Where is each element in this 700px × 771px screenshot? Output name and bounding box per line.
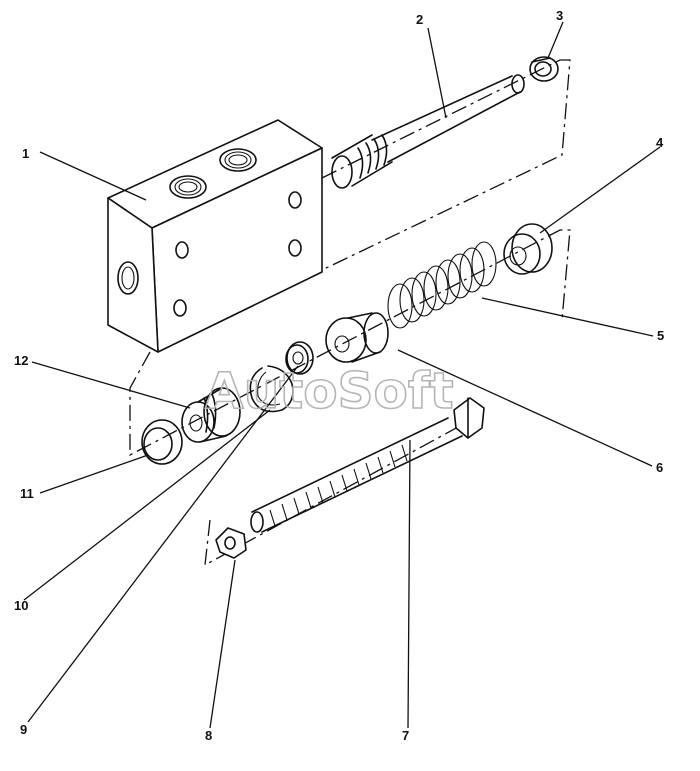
callout-11: 11 [20,486,34,501]
bolt [250,397,485,533]
callout-12: 12 [14,353,28,368]
callout-4: 4 [656,135,664,150]
spring-cap [503,223,553,275]
callout-2: 2 [416,12,423,27]
retaining-ring [249,365,294,413]
callout-10: 10 [14,598,28,613]
leader-lines [23,21,661,729]
nut [215,527,247,559]
washer [285,341,314,375]
callout-labels: 1 2 3 4 5 6 7 8 9 10 11 12 [14,8,664,743]
seal-ring [141,419,183,465]
spring-seat [325,312,389,363]
valve-body [107,119,323,353]
sleeve [181,387,241,443]
callout-9: 9 [20,722,27,737]
callout-6: 6 [656,460,663,475]
callout-1: 1 [22,146,29,161]
callout-8: 8 [205,728,212,743]
callout-3: 3 [556,8,563,23]
assembly-planes [129,59,571,567]
spring [387,241,497,329]
watermark: AutoSoft [205,362,454,420]
callout-7: 7 [402,728,409,743]
callout-5: 5 [657,328,664,343]
small-plug [529,56,559,82]
spool [331,74,525,189]
